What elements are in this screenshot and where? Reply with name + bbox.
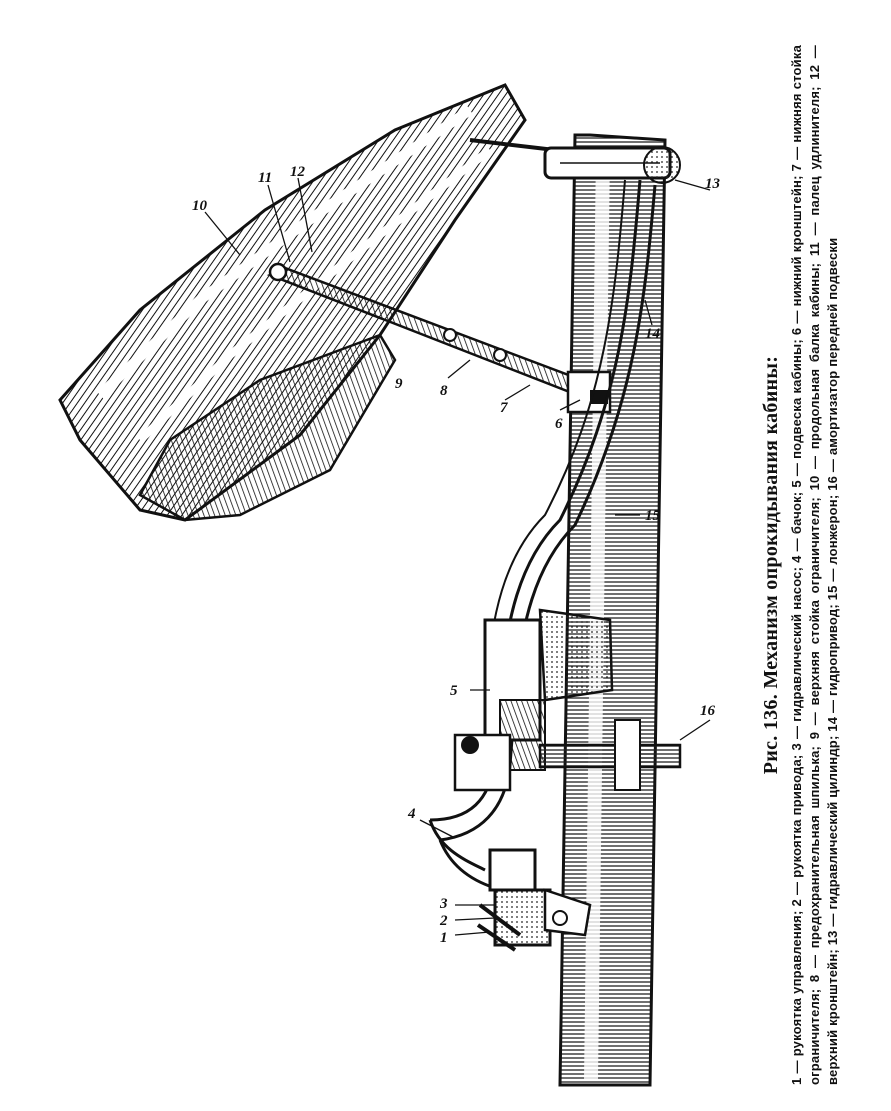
callout-3: 3 xyxy=(439,896,448,912)
callout-13: 13 xyxy=(705,176,721,192)
callout-11: 11 xyxy=(258,170,272,186)
drive-handle xyxy=(476,923,517,952)
callout-5: 5 xyxy=(450,683,458,699)
callout-15: 15 xyxy=(645,508,661,524)
hydraulic-lines-to-pump xyxy=(428,819,486,872)
callout-8: 8 xyxy=(440,383,448,399)
hydraulic-pump xyxy=(493,888,552,947)
longeron xyxy=(558,133,667,1087)
shock-absorber xyxy=(538,743,682,769)
figure-caption: Рис. 136. Механизм опрокидывания кабины:… xyxy=(760,45,886,1085)
callout-12: 12 xyxy=(290,164,306,180)
callout-1: 1 xyxy=(440,930,448,946)
callout-7: 7 xyxy=(500,400,508,416)
callout-2: 2 xyxy=(439,913,448,929)
control-handle xyxy=(478,903,522,937)
reservoir xyxy=(488,848,537,892)
callout-16: 16 xyxy=(700,703,716,719)
cab-underside xyxy=(138,333,397,522)
callout-10: 10 xyxy=(192,198,208,214)
caption-legend: 1 — рукоятка управления; 2 — рукоятка пр… xyxy=(789,45,840,1085)
callout-14: 14 xyxy=(645,326,661,342)
callout-6: 6 xyxy=(555,416,563,432)
callout-9: 9 xyxy=(395,376,403,392)
callout-4: 4 xyxy=(407,806,416,822)
caption-title: Рис. 136. Механизм опрокидывания кабины: xyxy=(760,355,782,775)
